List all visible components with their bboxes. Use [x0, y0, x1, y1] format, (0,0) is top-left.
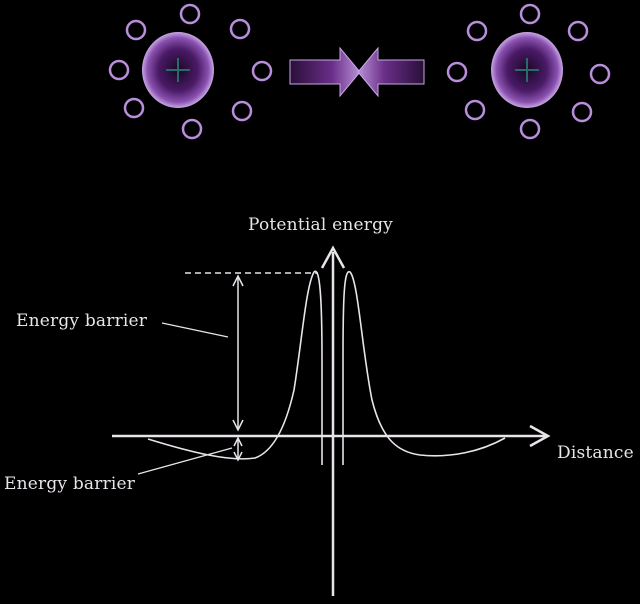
leader-line-bottom	[137, 447, 233, 475]
counter-ion	[446, 61, 468, 83]
plus-icon	[515, 58, 539, 82]
counter-ion	[108, 59, 130, 81]
counter-ions-left	[108, 3, 273, 140]
counter-ion	[125, 19, 147, 41]
counter-ion	[231, 100, 253, 122]
energy-barrier-label-top: Energy barrier	[16, 311, 148, 331]
right-particle	[446, 3, 611, 140]
right-arrow-icon	[289, 46, 361, 98]
y-axis-arrowhead-icon	[320, 245, 346, 269]
energy-barrier-label-bottom: Energy barrier	[4, 474, 136, 494]
x-axis-arrowhead-icon	[529, 424, 551, 448]
counter-ion	[466, 20, 488, 42]
counter-ion	[251, 60, 273, 82]
counter-ion	[181, 118, 203, 140]
counter-ion	[519, 3, 541, 25]
leader-line-top	[161, 322, 229, 338]
x-axis-label: Distance	[557, 443, 634, 463]
axes	[112, 245, 551, 596]
plus-icon	[166, 58, 190, 82]
curve-left-branch	[147, 270, 323, 465]
counter-ion	[567, 20, 589, 42]
barrier-marker	[137, 272, 318, 475]
counter-ion	[179, 3, 201, 25]
counter-ion	[589, 63, 611, 85]
approach-arrows	[289, 46, 425, 98]
curve-right-branch	[342, 271, 506, 465]
counter-ion	[519, 118, 541, 140]
counter-ion	[123, 97, 145, 119]
counter-ions-right	[446, 3, 611, 140]
left-particle	[108, 3, 273, 140]
left-arrow-icon	[357, 46, 425, 98]
counter-ion	[229, 18, 251, 40]
y-axis-label: Potential energy	[248, 215, 393, 235]
potential-curve	[147, 270, 506, 465]
counter-ion	[464, 99, 486, 121]
counter-ion	[571, 101, 593, 123]
